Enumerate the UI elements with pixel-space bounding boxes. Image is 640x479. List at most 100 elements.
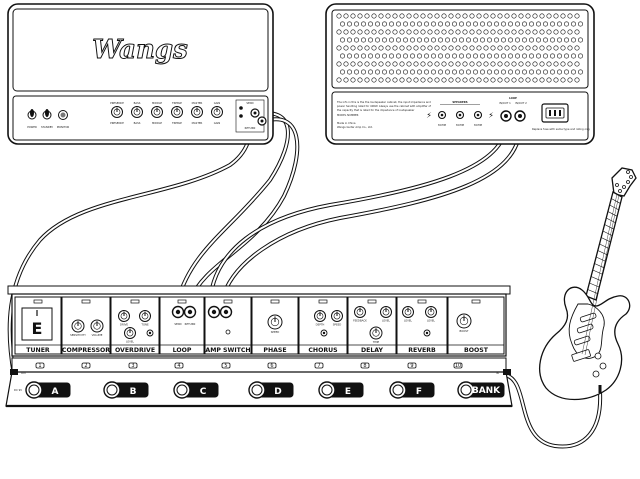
footswitch-c[interactable]: C	[173, 381, 219, 399]
guitar-fret	[611, 198, 621, 204]
grille-hole	[441, 45, 447, 51]
grille-hole	[364, 45, 370, 51]
grille-hole	[364, 29, 370, 35]
grille-hole	[392, 77, 398, 83]
knob-sensitivity[interactable]	[71, 319, 85, 333]
amp-switch-led	[225, 329, 231, 335]
grille-hole	[448, 77, 454, 83]
amp-knob-presence[interactable]	[111, 106, 123, 118]
grille-hole	[511, 61, 517, 67]
grille-hole	[371, 61, 377, 67]
grille-hole	[399, 77, 405, 83]
knob-level[interactable]	[402, 306, 414, 318]
grille-hole	[549, 53, 555, 59]
knob-drive[interactable]	[118, 310, 130, 322]
grille-hole	[542, 53, 548, 59]
knob-boost[interactable]	[456, 313, 472, 329]
footswitch-b[interactable]: B	[103, 381, 149, 399]
grille-hole	[567, 77, 573, 83]
standby-switch[interactable]	[42, 109, 52, 120]
grille-hole	[476, 61, 482, 67]
grille-hole	[462, 13, 468, 19]
mode-toggle[interactable]	[320, 329, 328, 337]
footswitch-a[interactable]: A	[25, 381, 71, 399]
amp-knob-bass[interactable]	[131, 106, 143, 118]
grille-hole	[402, 53, 408, 59]
knob-volume[interactable]	[90, 319, 104, 333]
amp-return-jack[interactable]	[257, 116, 267, 126]
grille-hole	[514, 53, 520, 59]
grille-hole	[336, 13, 342, 19]
cab-loop-jack-1[interactable]	[500, 110, 512, 122]
grille-hole	[451, 37, 457, 43]
board-dc-label: DC 9V	[14, 388, 22, 392]
knob-level[interactable]	[380, 306, 392, 318]
grille-hole	[574, 77, 580, 83]
module-loop: LOOP	[159, 296, 205, 355]
knob-feedback[interactable]	[354, 306, 366, 318]
power-inlet-icon[interactable]	[541, 103, 569, 123]
board-in-jack[interactable]	[503, 369, 511, 375]
knob-depth[interactable]	[314, 310, 326, 322]
knob-speed[interactable]	[267, 314, 283, 330]
guitar-control-knobs	[592, 352, 607, 378]
module-label: AMP SWITCH	[205, 347, 250, 354]
cab-speaker-jack-2[interactable]	[455, 110, 465, 120]
grille-hole	[479, 21, 485, 27]
grille-hole	[553, 61, 559, 67]
amp-knob-scale-label: TREBLE	[172, 121, 182, 125]
footswitch-f[interactable]: F	[389, 381, 435, 399]
cab-speaker-jack-1[interactable]	[437, 110, 447, 120]
cab-loop-jack-2[interactable]	[514, 110, 526, 122]
knob-level[interactable]	[425, 306, 437, 318]
mode-toggle[interactable]	[146, 329, 154, 337]
amp-knob-scale-label: GAIN	[214, 121, 221, 125]
knob-speed[interactable]	[331, 310, 343, 322]
amp-switch-jack-1[interactable]	[207, 305, 221, 319]
amp-knob-treble[interactable]	[171, 106, 183, 118]
grille-hole	[420, 61, 426, 67]
amp-knob-master[interactable]	[191, 106, 203, 118]
grille-hole	[528, 53, 534, 59]
mode-toggle[interactable]	[423, 329, 431, 337]
grille-hole	[553, 77, 559, 83]
knob-level[interactable]	[124, 327, 136, 339]
loop-return-jack[interactable]	[183, 305, 197, 319]
amp-knob-middle[interactable]	[151, 106, 163, 118]
cab-speaker-jack-3[interactable]	[473, 110, 483, 120]
grille-hole	[437, 37, 443, 43]
knob-label: TONE	[141, 323, 149, 327]
loop-send-jack[interactable]	[171, 305, 185, 319]
channel-number: 8	[363, 363, 366, 369]
grille-hole	[458, 69, 464, 75]
grille-hole	[521, 69, 527, 75]
grille-hole	[437, 53, 443, 59]
knob-tone[interactable]	[139, 310, 151, 322]
grille-hole	[388, 21, 394, 27]
power-switch[interactable]	[27, 109, 37, 120]
grille-hole	[416, 69, 422, 75]
footswitch-label: E	[345, 387, 351, 397]
amp-switch-jack-2[interactable]	[219, 305, 233, 319]
grille-hole	[577, 37, 583, 43]
grille-hole	[427, 61, 433, 67]
cab-info-line: power handling rated for 400W. Always us…	[337, 104, 431, 108]
footswitch-label: C	[200, 387, 207, 397]
knob-time[interactable]	[369, 326, 383, 340]
monitor-lamp-icon	[58, 110, 68, 120]
footswitch-d[interactable]: D	[248, 381, 294, 399]
bank-button[interactable]: BANK	[457, 381, 505, 399]
grille-hole	[493, 69, 499, 75]
grille-hole	[343, 45, 349, 51]
grille-hole	[500, 69, 506, 75]
board-out-jack[interactable]	[10, 369, 18, 375]
amp-knob-gain[interactable]	[211, 106, 223, 118]
grille-hole	[336, 77, 342, 83]
grille-hole	[388, 37, 394, 43]
grille-hole	[381, 53, 387, 59]
grille-hole	[434, 29, 440, 35]
footswitch-e[interactable]: E	[318, 381, 364, 399]
grille-hole	[546, 61, 552, 67]
knob-label: DEPTH	[316, 323, 325, 327]
amp-send-jack[interactable]	[250, 108, 260, 118]
